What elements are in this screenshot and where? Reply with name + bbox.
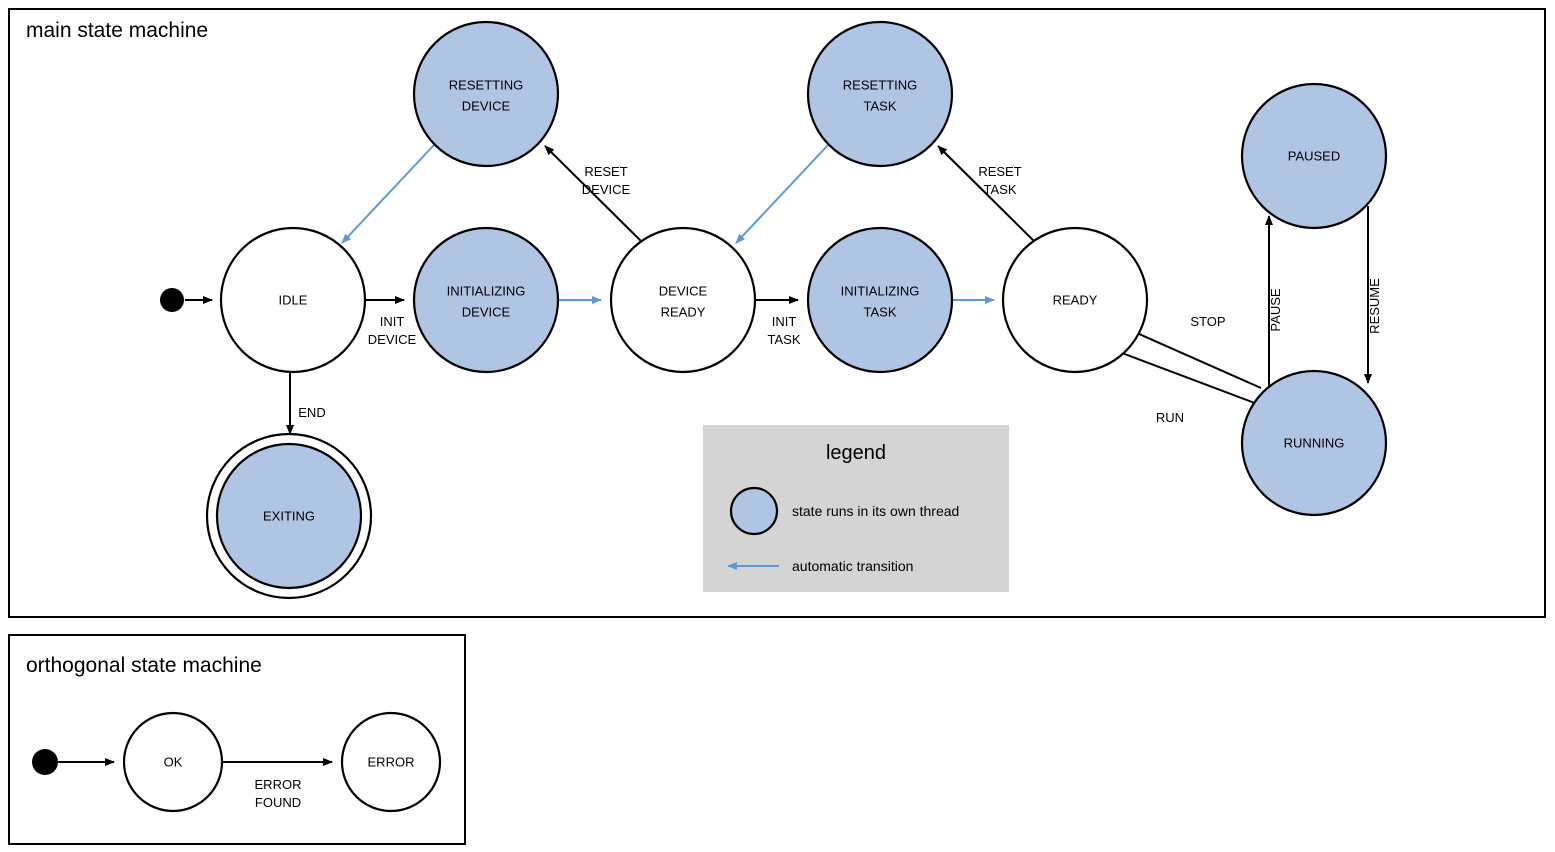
legend-item-auto-label: automatic transition xyxy=(792,558,913,574)
state-circle-resetting-task[interactable] xyxy=(806,20,954,168)
edge-label-reset-device-line1: RESET xyxy=(584,164,627,179)
state-circle-ok[interactable] xyxy=(122,711,224,813)
edge-resetting-task-to-device-ready xyxy=(735,144,829,244)
edge-ready-to-running xyxy=(1121,352,1269,409)
state-label-initializing-task-line1: INITIALIZING xyxy=(841,283,920,298)
state-label-resetting-task-line2: TASK xyxy=(864,98,897,113)
state-label-paused: PAUSED xyxy=(1288,148,1341,163)
state-circle-resetting-device[interactable] xyxy=(412,20,560,168)
main-state-machine-frame xyxy=(8,8,1546,618)
state-label-error: ERROR xyxy=(368,754,415,769)
state-circle-exiting-inner[interactable] xyxy=(215,442,363,590)
state-node-initializing-task[interactable]: INITIALIZING TASK xyxy=(806,226,954,374)
orthogonal-state-machine-frame xyxy=(8,634,466,845)
state-label-device-ready-line2: READY xyxy=(661,304,706,319)
edge-label-end: END xyxy=(298,405,325,420)
state-label-resetting-device-line1: RESETTING xyxy=(449,77,523,92)
state-label-resetting-device-line2: DEVICE xyxy=(462,98,511,113)
state-circle-paused[interactable] xyxy=(1240,82,1388,230)
state-node-ok[interactable]: OK xyxy=(122,711,224,813)
edge-resetting-device-to-idle xyxy=(341,144,435,244)
legend-thread-state-swatch xyxy=(729,486,779,536)
state-node-ready[interactable]: READY xyxy=(1001,226,1149,374)
state-label-initializing-task-line2: TASK xyxy=(864,304,897,319)
edge-label-init-task-line1: INIT xyxy=(772,314,797,329)
state-circle-device-ready[interactable] xyxy=(609,226,757,374)
edge-label-reset-device-line2: DEVICE xyxy=(582,182,631,197)
state-node-resetting-task[interactable]: RESETTING TASK xyxy=(806,20,954,168)
orthogonal-state-machine-title: orthogonal state machine xyxy=(26,654,262,677)
orthogonal-initial-state-dot xyxy=(32,749,58,775)
main-state-machine-title: main state machine xyxy=(26,19,208,42)
state-circle-ready[interactable] xyxy=(1001,226,1149,374)
legend-title: legend xyxy=(826,442,886,464)
state-label-ready: READY xyxy=(1053,292,1098,307)
state-label-initializing-device-line2: DEVICE xyxy=(462,304,511,319)
edge-label-reset-task-line1: RESET xyxy=(978,164,1021,179)
state-circle-initializing-device[interactable] xyxy=(412,226,560,374)
state-label-running: RUNNING xyxy=(1284,435,1345,450)
state-node-running[interactable]: RUNNING xyxy=(1240,369,1388,517)
edge-label-run: RUN xyxy=(1156,410,1184,425)
edge-label-reset-task-line2: TASK xyxy=(984,182,1017,197)
edge-ready-to-resetting-task xyxy=(937,145,1039,246)
state-label-ok: OK xyxy=(164,754,183,769)
state-label-device-ready-line1: DEVICE xyxy=(659,283,708,298)
edge-label-init-device-line1: INIT xyxy=(380,314,405,329)
state-circle-idle[interactable] xyxy=(219,226,367,374)
state-node-error[interactable]: ERROR xyxy=(340,711,442,813)
edge-running-to-ready xyxy=(1129,329,1262,389)
edge-label-stop: STOP xyxy=(1190,314,1225,329)
state-circle-error[interactable] xyxy=(340,711,442,813)
edge-label-init-task-line2: TASK xyxy=(768,332,801,347)
legend-item-thread-label: state runs in its own thread xyxy=(792,503,959,519)
legend: legend state runs in its own thread auto… xyxy=(703,425,1009,592)
state-label-initializing-device-line1: INITIALIZING xyxy=(447,283,526,298)
state-label-resetting-task-line1: RESETTING xyxy=(843,77,917,92)
state-node-device-ready[interactable]: DEVICE READY xyxy=(609,226,757,374)
state-circle-running[interactable] xyxy=(1240,369,1388,517)
edge-label-resume: RESUME xyxy=(1367,278,1382,334)
edge-label-error-found-line1: ERROR xyxy=(255,777,302,792)
initial-state-dot xyxy=(160,288,184,312)
state-node-paused[interactable]: PAUSED xyxy=(1240,82,1388,230)
state-circle-initializing-task[interactable] xyxy=(806,226,954,374)
edge-device-ready-to-resetting-device xyxy=(544,145,646,246)
edge-label-pause: PAUSE xyxy=(1268,288,1283,331)
edge-label-error-found-line2: FOUND xyxy=(255,795,301,810)
state-label-idle: IDLE xyxy=(279,292,308,307)
state-label-exiting: EXITING xyxy=(263,508,315,523)
state-node-initializing-device[interactable]: INITIALIZING DEVICE xyxy=(412,226,560,374)
state-node-resetting-device[interactable]: RESETTING DEVICE xyxy=(412,20,560,168)
edge-label-init-device-line2: DEVICE xyxy=(368,332,417,347)
state-node-exiting[interactable]: EXITING xyxy=(205,432,373,600)
state-node-idle[interactable]: IDLE xyxy=(219,226,367,374)
